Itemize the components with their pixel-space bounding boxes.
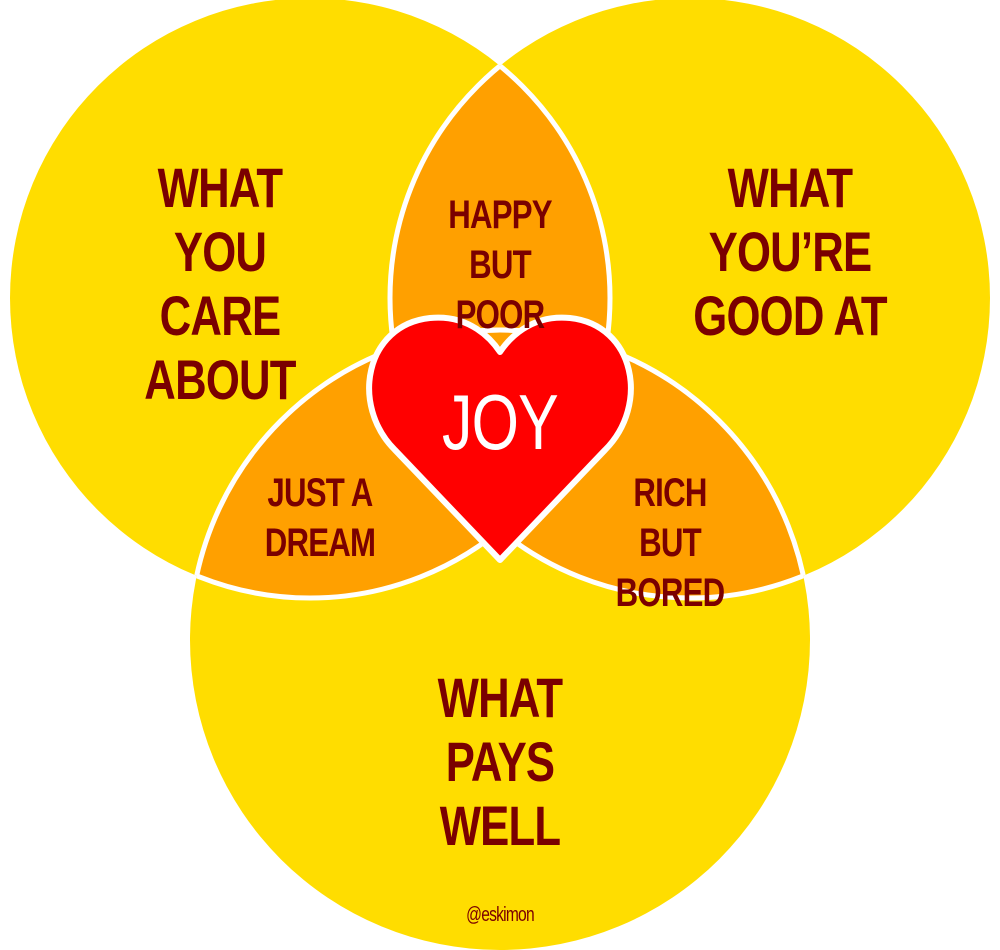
overlap-rich-but-bored [390, 330, 810, 598]
label-joy: JOY [441, 378, 559, 466]
label-just-a-dream: JUST A DREAM [264, 471, 376, 565]
label-what-you-care-about: WHAT YOU CARE ABOUT [144, 156, 296, 411]
credit-handle: @eskimon [466, 904, 534, 926]
heart-icon [366, 314, 634, 563]
label-happy-but-poor: HAPPY BUT POOR [448, 193, 552, 337]
overlap-just-a-dream [190, 330, 610, 598]
label-rich-but-bored: RICH BUT BORED [615, 471, 726, 615]
label-what-pays-well: WHAT PAYS WELL [437, 666, 563, 857]
label-what-youre-good-at: WHAT YOU’RE GOOD AT [693, 156, 887, 347]
